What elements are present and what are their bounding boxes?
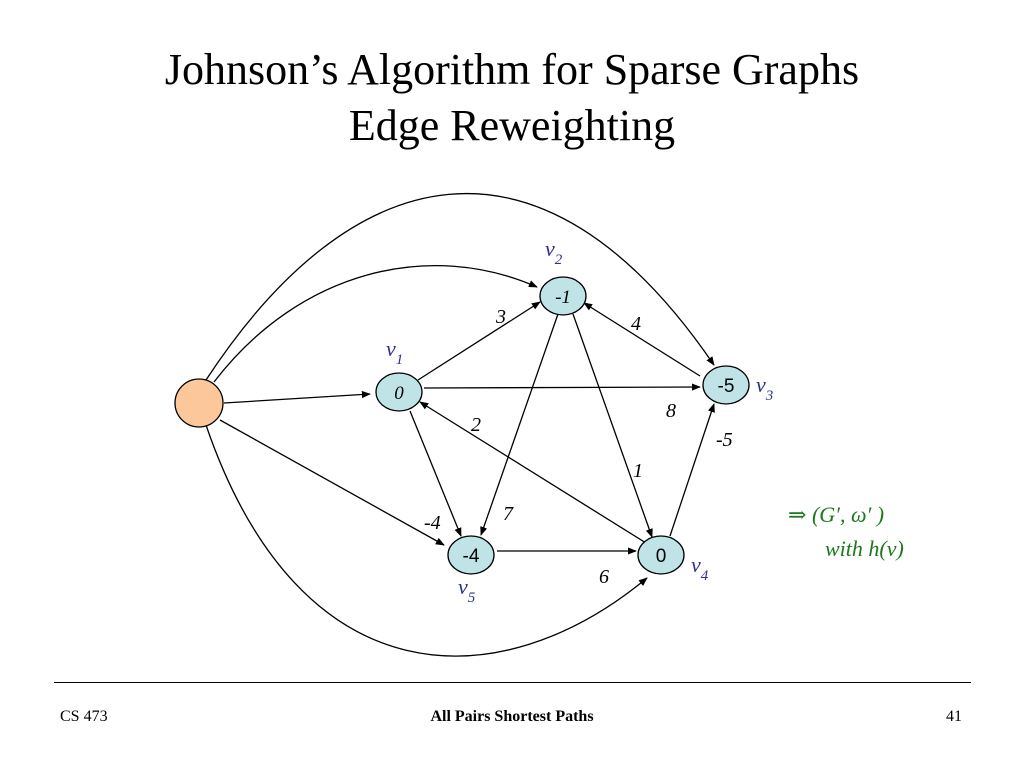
edge-v1-v5 [409, 410, 462, 537]
weight-v4-v3: -5 [716, 429, 733, 451]
edge-s-v1 [223, 390, 371, 404]
result-note: ⇒ (G′, ω′ ) [788, 502, 884, 528]
node-v2-label: v2 [545, 236, 563, 268]
node-v5-label: v5 [458, 574, 476, 606]
result-note-line1: (G′, ω′ ) [811, 502, 885, 527]
edge-s-v4 [205, 424, 648, 657]
node-v5 [447, 535, 495, 575]
weight-v1-v3: 8 [666, 400, 676, 422]
weight-v5-v4: 6 [599, 566, 609, 588]
edge-v3-v2 [583, 302, 701, 377]
implies-arrow-icon: ⇒ [788, 502, 807, 527]
footer-page-number: 41 [946, 708, 962, 725]
node-v1 [375, 372, 423, 412]
node-v4 [637, 535, 685, 575]
node-v3 [702, 365, 750, 405]
node-v4-label: v4 [691, 552, 709, 584]
slide-title-line1: Johnson’s Algorithm for Sparse Graphs [164, 45, 860, 94]
node-source [174, 378, 224, 428]
node-v1-label: v1 [386, 336, 403, 368]
result-note-line2: with h(v) [825, 536, 904, 561]
node-v4-value: 0 [656, 546, 667, 567]
node-v2-value: -1 [555, 287, 571, 308]
weight-v3-v2: 4 [631, 313, 641, 335]
edge-s-v2 [213, 264, 538, 383]
node-v3-value: -5 [718, 376, 735, 397]
slide-title-line2: Edge Reweighting [348, 101, 676, 150]
footer-course: CS 473 [60, 708, 108, 725]
node-v1-value: 0 [394, 383, 404, 404]
footer-topic: All Pairs Shortest Paths [430, 708, 594, 725]
edge-v1-v3 [423, 383, 701, 391]
edge-v4-v3 [669, 403, 715, 537]
edge-v4-v1 [419, 401, 647, 544]
edge-v2-v5 [480, 313, 559, 536]
weight-v4-v1: 2 [471, 414, 481, 436]
weight-v1-v2: 3 [495, 306, 506, 328]
node-v2 [539, 276, 587, 316]
edge-v2-v4 [572, 313, 653, 538]
edge-s-v3 [205, 192, 715, 381]
footer-divider [54, 682, 971, 683]
edge-v1-v2 [417, 301, 541, 381]
edge-s-v5 [219, 419, 445, 546]
node-v5-value: -4 [463, 546, 480, 567]
weight-v2-v5: 7 [503, 503, 514, 525]
weight-v1-v5: -4 [424, 512, 441, 534]
node-v3-label: v3 [756, 372, 773, 404]
weight-v2-v4: 1 [633, 460, 643, 482]
